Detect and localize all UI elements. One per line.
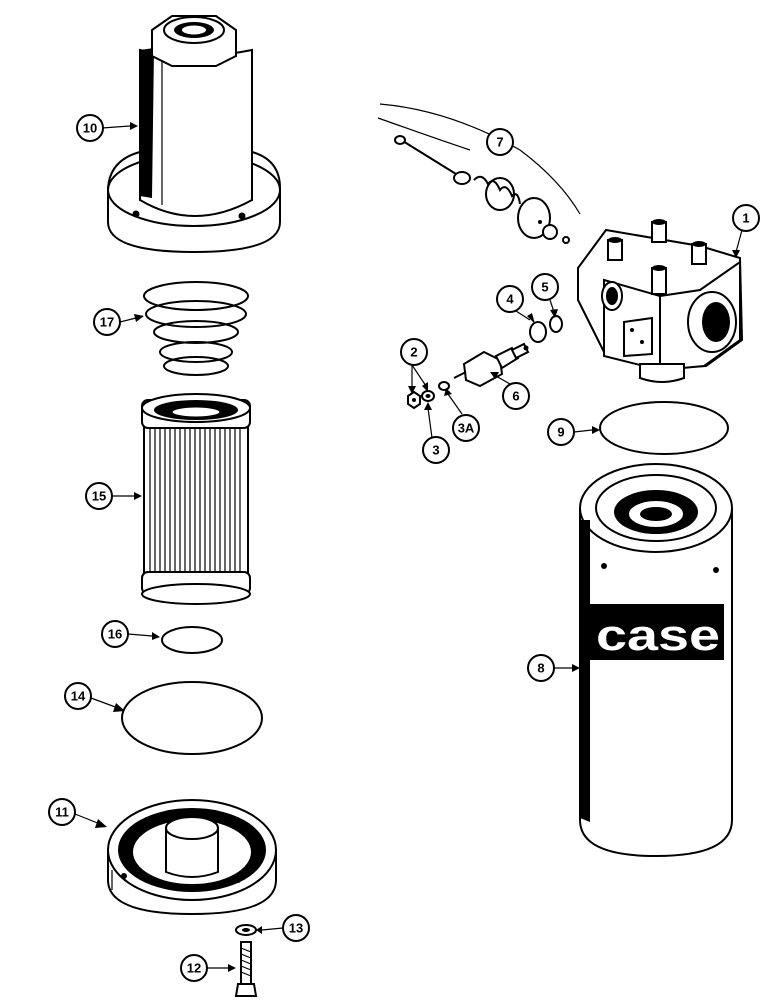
brand-logo-text: case [596,611,720,660]
part-6-pressure-switch [453,342,530,388]
callout-11: 11 [48,798,107,828]
callout-9-label: 9 [557,425,564,440]
callout-3a: 3A [444,388,480,442]
callout-16-label: 16 [108,627,122,642]
part-5-o-ring [549,315,563,333]
callout-3-label: 3 [432,443,439,458]
callout-14: 14 [64,682,125,712]
callouts: 10 17 15 16 14 [48,114,760,982]
part-12-bolt [234,941,258,997]
callout-10-label: 10 [83,121,97,136]
part-7-relief-valve-kit [377,103,581,244]
callout-16: 16 [101,620,160,648]
callout-13-label: 13 [289,921,303,936]
callout-17-label: 17 [100,315,114,330]
part-13-washer [235,924,257,936]
callout-12-label: 12 [187,961,201,976]
callout-2: 2 [400,338,428,394]
part-3a-washer [438,381,450,391]
part-3-lock-washer [421,390,435,402]
callout-8-label: 8 [537,661,544,676]
callout-3a-label: 3A [458,421,475,436]
part-4-o-ring [529,321,547,343]
callout-12: 12 [180,954,236,982]
part-11-filter-base [107,799,277,916]
callout-10: 10 [76,114,138,142]
callout-1-label: 1 [742,211,749,226]
callout-5-label: 5 [541,280,548,295]
callout-15: 15 [85,482,142,510]
part-2-nut [407,390,421,410]
callout-8: 8 [527,654,580,682]
callout-13: 13 [256,914,310,942]
callout-1: 1 [732,204,760,258]
part-14-large-o-ring [121,681,263,755]
callout-4-label: 4 [506,292,514,307]
callout-2-label: 2 [410,345,417,360]
callout-11-label: 11 [55,805,69,820]
callout-15-label: 15 [92,489,106,504]
part-9-head-o-ring [599,401,729,455]
part-17-spring [143,281,249,376]
callout-5: 5 [531,273,559,318]
callout-4: 4 [496,285,535,324]
callout-7-label: 7 [496,135,503,150]
callout-7: 7 [486,128,514,156]
callout-6-label: 6 [512,389,519,404]
callout-9: 9 [547,418,600,446]
part-1-filter-head [577,219,744,383]
part-16-small-o-ring [161,626,223,654]
part-15-filter-element [141,393,251,605]
callout-14-label: 14 [71,689,86,704]
callout-6: 6 [490,372,530,410]
part-10-filter-housing [107,15,281,254]
callout-3: 3 [422,402,450,464]
part-8-spin-on-filter: case [579,463,733,858]
callout-17: 17 [93,308,144,336]
